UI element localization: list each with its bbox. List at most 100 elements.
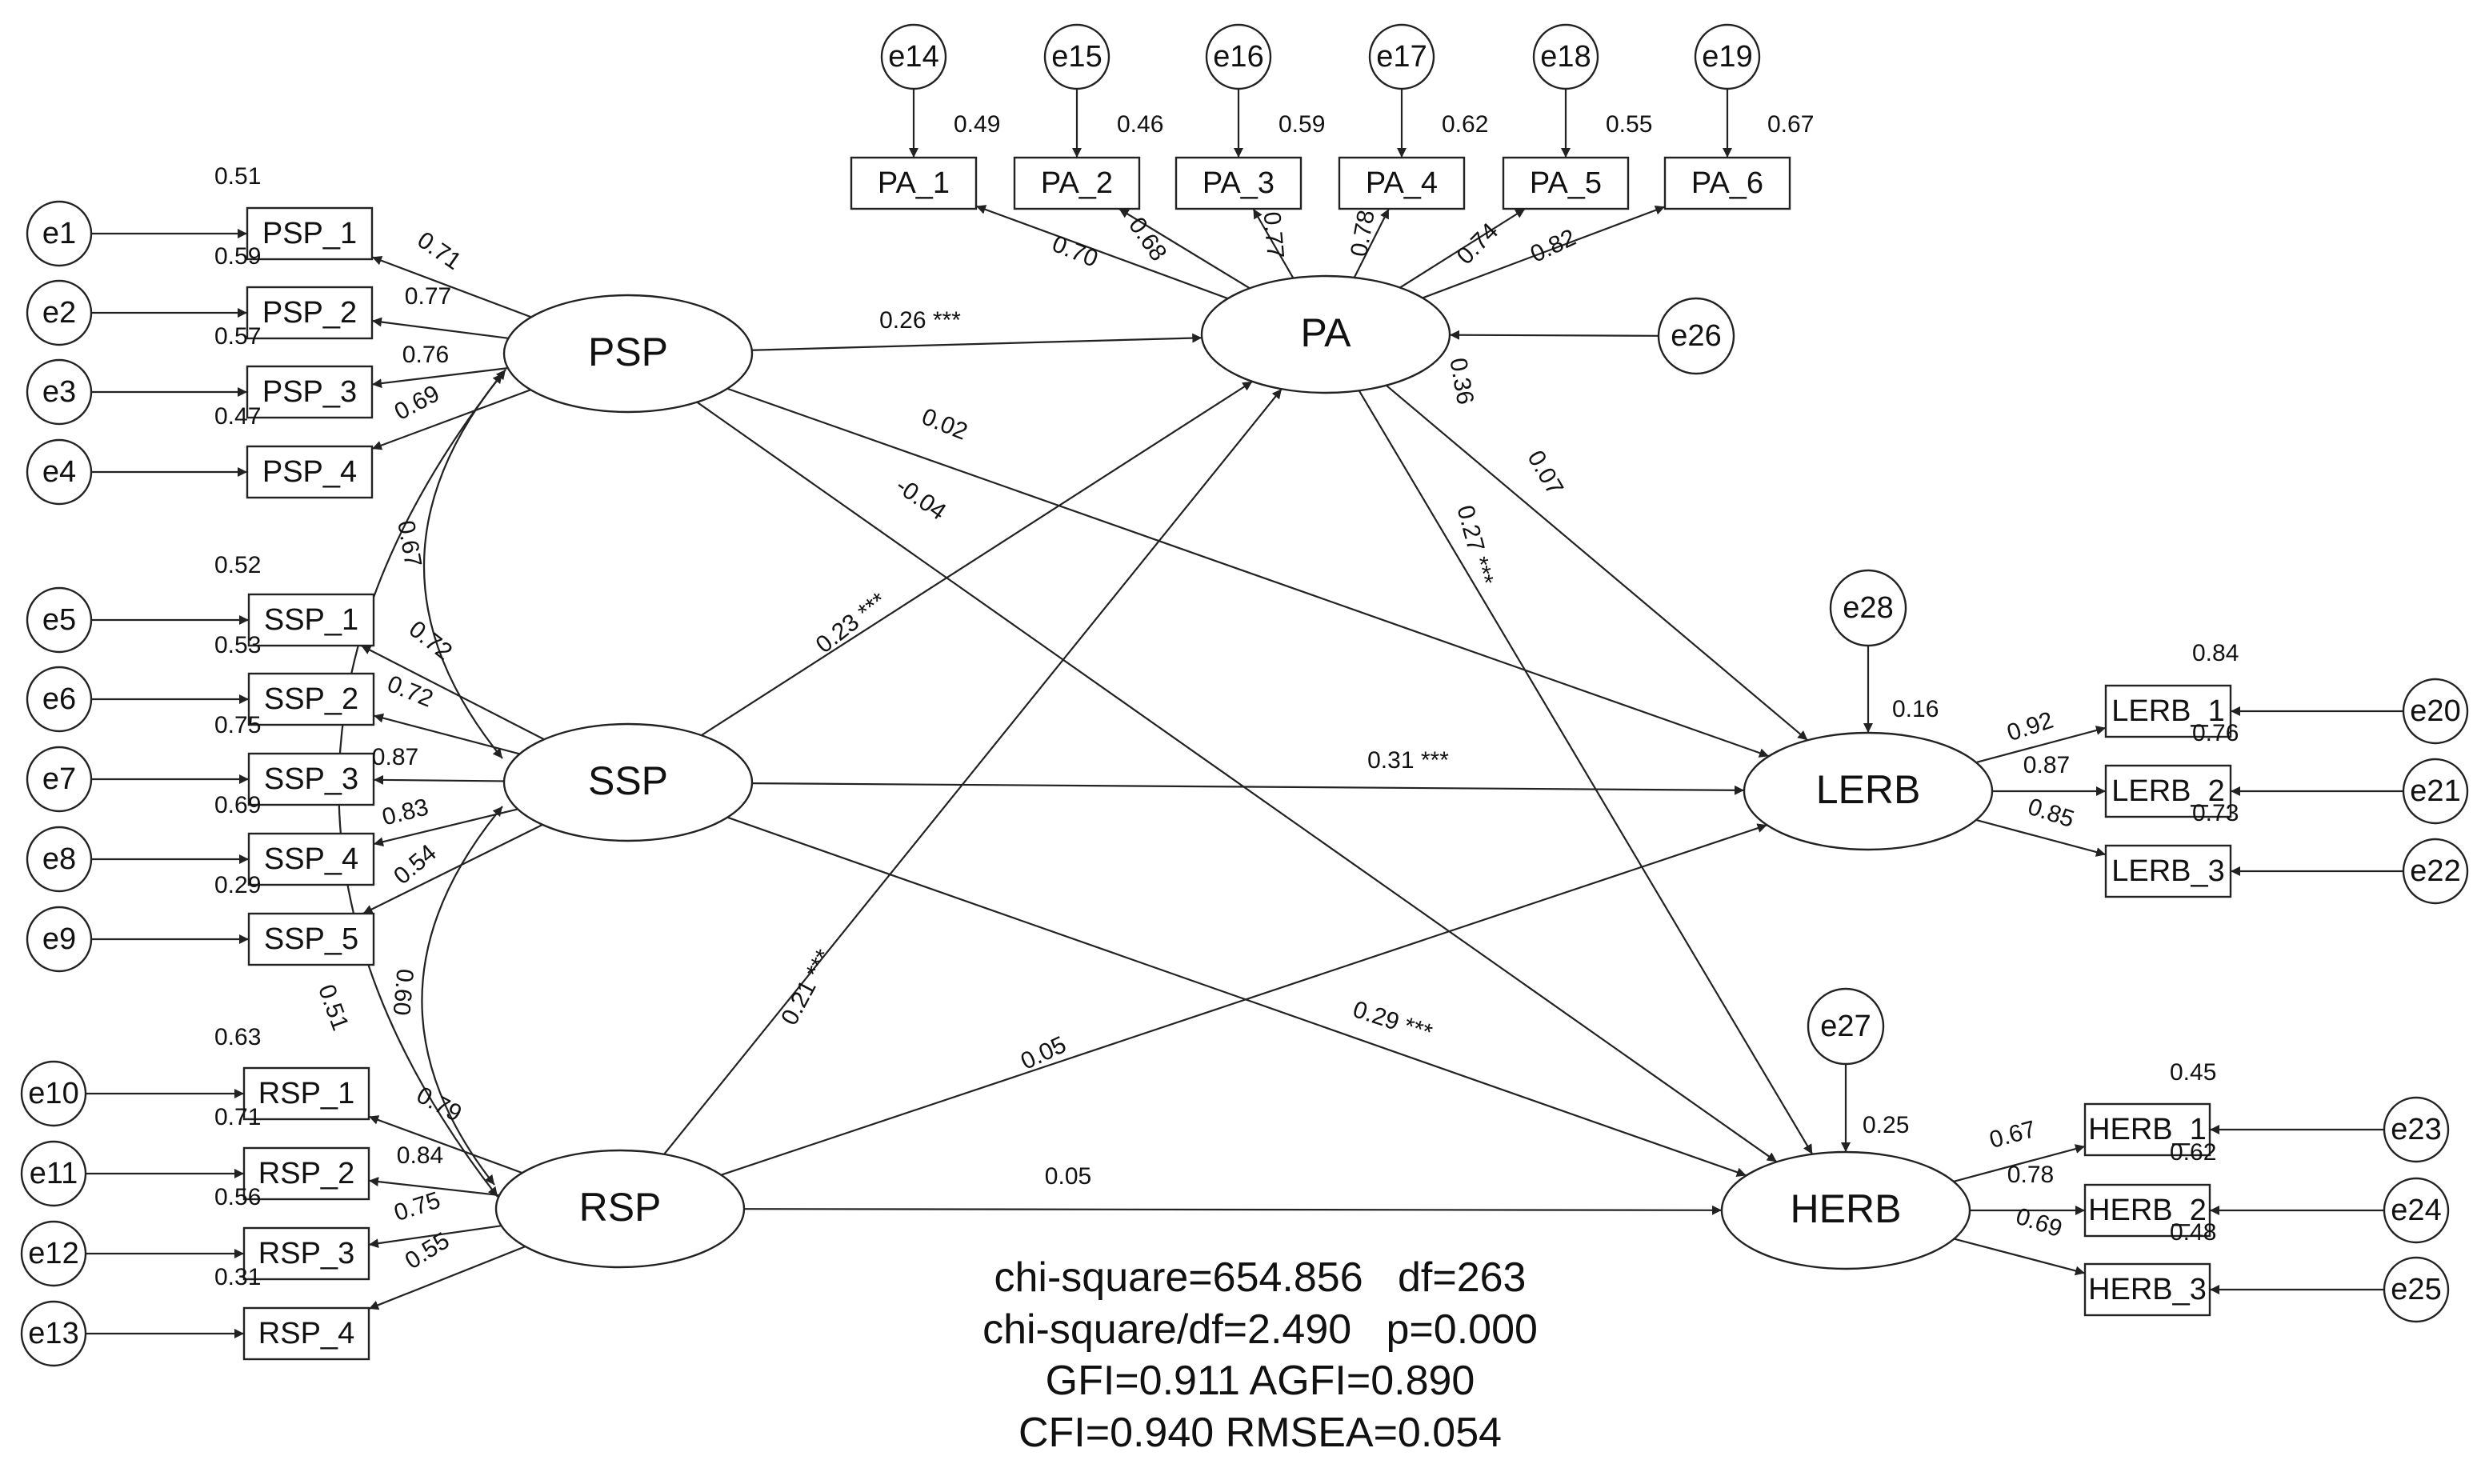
indicator-ssp-3 <box>247 752 375 806</box>
r-squared-herb-3: 0.48 <box>2170 1219 2216 1246</box>
path-coef-ssp-herb: 0.29 *** <box>1350 996 1435 1046</box>
error-e12 <box>20 1220 87 1287</box>
error-label-e15: e15 <box>1051 40 1102 74</box>
r-squared-psp-3: 0.57 <box>214 323 261 350</box>
error-e23 <box>2383 1096 2450 1163</box>
error-e15 <box>1043 23 1110 90</box>
r-squared-rsp-1: 0.63 <box>214 1024 261 1050</box>
error-label-e1: e1 <box>42 217 76 250</box>
indicator-label-rsp-1: RSP_1 <box>258 1077 354 1110</box>
error-e10 <box>20 1060 87 1127</box>
error-label-e23: e23 <box>2391 1113 2441 1146</box>
latent-pa <box>1200 274 1451 394</box>
error-e16 <box>1205 23 1272 90</box>
error-e13 <box>20 1300 87 1367</box>
error-label-e18: e18 <box>1540 40 1591 74</box>
r-squared-ssp-5: 0.29 <box>214 872 261 898</box>
loading-value-psp-2: 0.77 <box>405 283 451 310</box>
loading-value-herb-1: 0.67 <box>1987 1116 2039 1154</box>
loading-value-rsp-1: 0.79 <box>412 1082 466 1127</box>
r-squared-lerb-1: 0.84 <box>2192 640 2239 666</box>
loading-arrow-rsp-4 <box>368 1246 526 1310</box>
r-squared-psp-1: 0.51 <box>214 163 261 190</box>
indicator-rsp-3 <box>242 1226 370 1281</box>
loading-arrow-psp-2 <box>371 317 509 339</box>
nodes-layer <box>20 23 2469 1367</box>
indicator-herb-3 <box>2083 1262 2211 1317</box>
loading-arrow-pa-5 <box>1399 208 1526 289</box>
indicator-label-psp-2: PSP_2 <box>262 296 357 330</box>
disturbance-label-e28: e28 <box>1843 591 1893 625</box>
indicator-herb-2 <box>2083 1183 2211 1238</box>
disturbance-e26 <box>1657 297 1735 375</box>
indicator-psp-1 <box>246 206 374 261</box>
error-e14 <box>880 23 947 90</box>
path-ssp-to-lerb <box>751 782 1745 795</box>
loading-value-psp-3: 0.76 <box>402 342 449 368</box>
loading-arrow-ssp-5 <box>362 823 543 914</box>
error-e3 <box>26 358 93 426</box>
path-coef-ssp-pa: 0.23 *** <box>811 587 892 658</box>
indicator-ssp-5 <box>247 912 375 966</box>
latent-psp <box>502 294 754 414</box>
loading-value-pa-3: 0.77 <box>1259 210 1289 259</box>
indicator-label-pa-2: PA_2 <box>1041 166 1113 200</box>
path-coef-pa-herb: 0.27 *** <box>1451 502 1498 588</box>
indicator-label-ssp-5: SSP_5 <box>264 922 358 956</box>
error-label-e17: e17 <box>1376 40 1427 74</box>
indicator-rsp-4 <box>242 1306 370 1361</box>
r-squared-rsp-4: 0.31 <box>214 1264 261 1290</box>
path-coef-ssp-lerb: 0.31 *** <box>1367 747 1449 774</box>
error-label-e5: e5 <box>42 603 76 637</box>
indicator-label-pa-6: PA_6 <box>1691 166 1763 200</box>
error-e25 <box>2383 1256 2450 1323</box>
r-squared-lerb-3: 0.73 <box>2192 800 2239 826</box>
latent-label-herb: HERB <box>1791 1186 1902 1231</box>
covariance-value-psp-ssp: 0.67 <box>392 518 426 569</box>
disturbance-arrow-e26 <box>1449 330 1659 340</box>
indicator-rsp-2 <box>242 1146 370 1201</box>
r-squared-lerb-2: 0.76 <box>2192 720 2239 746</box>
indicator-psp-3 <box>246 365 374 419</box>
error-label-e2: e2 <box>42 296 76 330</box>
path-pa-to-herb <box>1358 390 1814 1155</box>
r-squared-pa-3: 0.59 <box>1279 111 1325 138</box>
loading-value-psp-4: 0.69 <box>390 380 444 426</box>
r-squared-ssp-4: 0.69 <box>214 792 261 818</box>
loading-value-pa-2: 0.68 <box>1123 213 1172 266</box>
r-squared-rsp-3: 0.56 <box>214 1184 261 1210</box>
covariance-value-psp-rsp: 0.51 <box>313 981 354 1034</box>
indicator-ssp-1 <box>247 593 375 647</box>
indicator-label-lerb-2: LERB_2 <box>2111 774 2225 808</box>
loading-value-psp-1: 0.71 <box>413 226 466 275</box>
error-label-e7: e7 <box>42 762 76 796</box>
covariance-psp-ssp <box>422 373 503 759</box>
r-squared-pa-6: 0.67 <box>1767 111 1814 138</box>
r-squared-psp-2: 0.59 <box>214 243 261 270</box>
error-e22 <box>2402 838 2469 905</box>
indicator-label-psp-3: PSP_3 <box>262 375 357 409</box>
error-label-e22: e22 <box>2410 854 2460 888</box>
loading-arrow-psp-1 <box>371 256 532 318</box>
loading-value-herb-2: 0.78 <box>2007 1162 2054 1188</box>
loading-value-lerb-1: 0.92 <box>2004 707 2057 746</box>
error-label-e6: e6 <box>42 682 76 716</box>
r-squared-psp-4: 0.47 <box>214 403 261 430</box>
loading-arrow-pa-3 <box>1252 208 1295 279</box>
loading-value-herb-3: 0.69 <box>2013 1203 2066 1242</box>
error-label-e16: e16 <box>1213 40 1263 74</box>
indicator-label-rsp-4: RSP_4 <box>258 1317 354 1350</box>
error-e6 <box>26 666 93 733</box>
indicator-psp-4 <box>246 445 374 499</box>
indicator-label-ssp-4: SSP_4 <box>264 842 358 876</box>
path-coef-rsp-herb: 0.05 <box>1045 1163 1091 1190</box>
path-psp-to-pa <box>751 333 1202 351</box>
latent-lerb <box>1743 731 1994 851</box>
path-rsp-to-herb <box>743 1205 1723 1215</box>
indicator-psp-2 <box>246 286 374 340</box>
error-e11 <box>20 1140 87 1207</box>
error-e21 <box>2402 758 2469 825</box>
error-label-e8: e8 <box>42 842 76 876</box>
error-label-e20: e20 <box>2410 694 2460 728</box>
